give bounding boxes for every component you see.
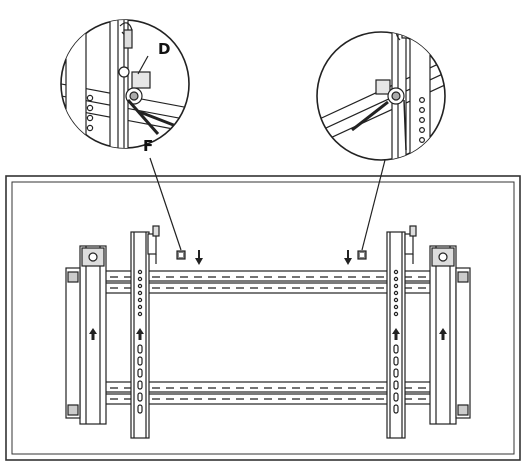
label-d: D [158,40,170,58]
up-arrow-icon [392,328,400,340]
right-leader-line [361,159,386,251]
wall-outer-frame [5,175,521,461]
wall-inner-frame [11,181,515,455]
right-inner-upright [386,225,417,439]
label-f: F [143,137,153,155]
left-leader-line [149,157,182,251]
up-arrow-icon [439,328,447,340]
up-arrow-icon [136,328,144,340]
right-outer-bracket [429,245,471,425]
right-detail-callout [316,31,446,161]
left-inner-upright [130,225,160,439]
label-d-pointer [137,55,149,75]
up-arrow-icon [89,328,97,340]
left-outer-bracket [65,245,107,425]
down-arrow-icon [344,250,352,265]
left-detail-callout: D F [60,19,190,155]
down-arrow-icon [195,250,203,265]
